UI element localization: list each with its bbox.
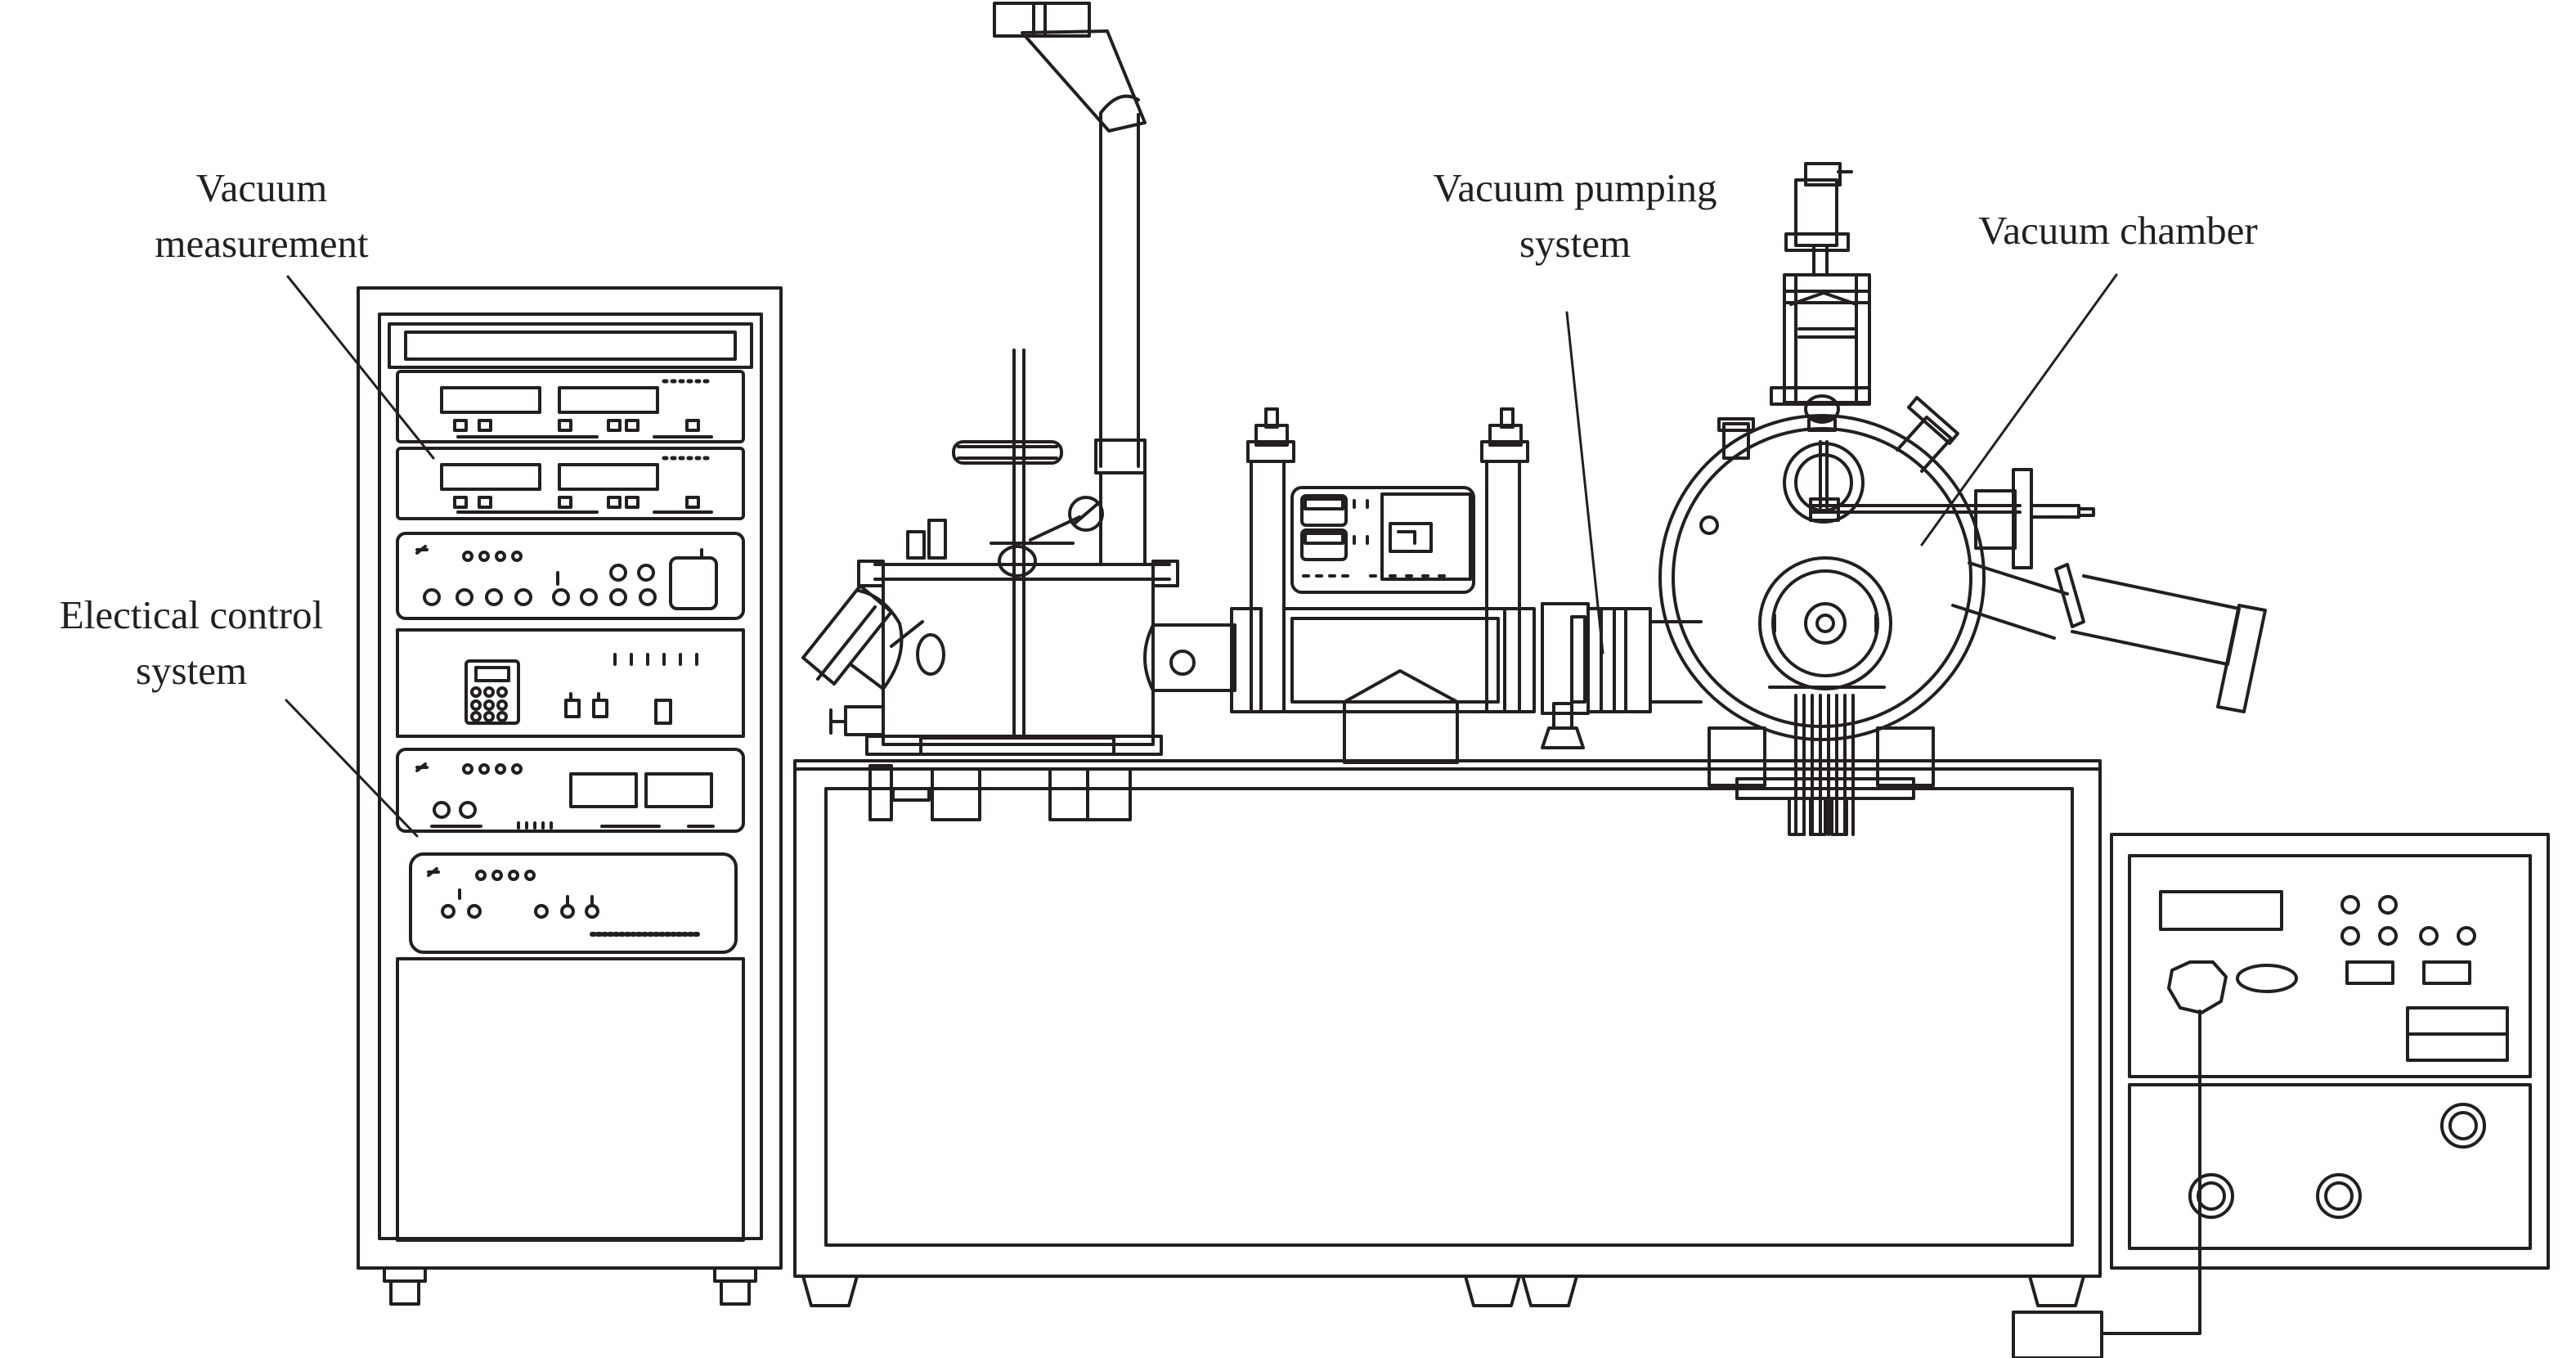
label-vacuum-measurement-line1: Vacuum <box>196 165 328 210</box>
sample-transfer-assembly <box>801 2 1236 821</box>
diagram-labels: Vacuum measurement Electical control sys… <box>60 165 2258 693</box>
label-vacuum-chamber: Vacuum chamber <box>1978 208 2258 253</box>
control-cabinet <box>2012 833 2550 1358</box>
label-vacuum-pumping-line1: Vacuum pumping <box>1433 165 1717 210</box>
equipment-rack <box>357 286 783 1306</box>
control-unit-6 <box>409 852 738 954</box>
control-unit-3 <box>396 532 745 620</box>
leader-lines <box>285 273 2118 838</box>
control-unit-5 <box>396 748 745 833</box>
vacuum-pumping-assembly <box>1230 407 1703 764</box>
main-table <box>793 759 2102 1307</box>
label-vacuum-measurement-line2: measurement <box>155 221 369 266</box>
leader-electrical-control <box>285 699 419 838</box>
label-vacuum-pumping-line2: system <box>1519 221 1631 266</box>
label-electrical-control-line1: Electical control <box>60 592 323 637</box>
vacuum-chamber-assembly <box>1658 162 2267 836</box>
vacuum-gauge-unit-2 <box>396 447 745 520</box>
keypad-unit <box>396 628 745 738</box>
label-electrical-control-line2: system <box>136 648 247 693</box>
leader-vacuum-measurement <box>286 275 435 460</box>
leader-vacuum-chamber <box>1920 273 2118 546</box>
leader-vacuum-pumping <box>1565 311 1604 654</box>
vacuum-gauge-unit-1 <box>396 370 745 443</box>
